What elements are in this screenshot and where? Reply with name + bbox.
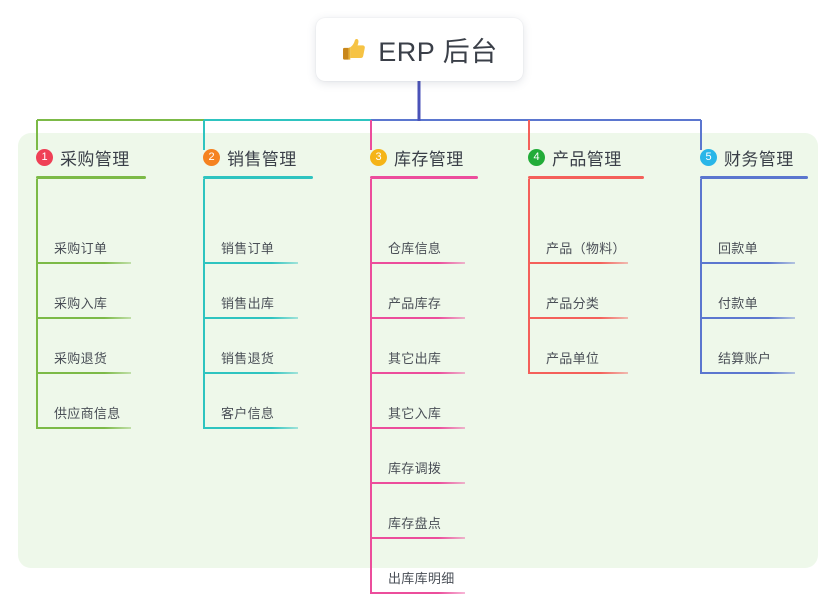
column-header[interactable]: 2 销售管理 (203, 146, 313, 169)
menu-item[interactable]: 其它入库 (370, 393, 465, 429)
menu-item[interactable]: 库存调拨 (370, 448, 465, 484)
menu-item[interactable]: 仓库信息 (370, 228, 465, 264)
menu-item[interactable]: 库存盘点 (370, 503, 465, 539)
menu-item-label: 采购入库 (54, 296, 108, 311)
menu-item-label: 出库库明细 (388, 571, 455, 586)
column-销售管理: 2 销售管理销售订单销售出库销售退货客户信息 (203, 146, 313, 429)
column-number-badge: 4 (528, 148, 545, 166)
menu-item-rule (36, 317, 131, 319)
thumbs-up-icon (341, 36, 368, 63)
menu-item-rule (370, 482, 465, 484)
column-number-badge: 5 (700, 148, 717, 166)
menu-item-label: 采购退货 (54, 351, 108, 366)
column-title: 销售管理 (227, 149, 297, 169)
column-header-rule (36, 176, 146, 179)
menu-item-rule (203, 372, 298, 374)
menu-item-label: 销售订单 (221, 241, 275, 256)
column-title: 财务管理 (724, 149, 794, 169)
menu-item-label: 产品库存 (388, 296, 442, 311)
menu-item-rule (36, 262, 131, 264)
column-采购管理: 1 采购管理采购订单采购入库采购退货供应商信息 (36, 146, 146, 429)
menu-item[interactable]: 产品分类 (528, 283, 628, 319)
menu-item[interactable]: 采购退货 (36, 338, 131, 374)
menu-item-rule (700, 317, 795, 319)
menu-item-rule (36, 372, 131, 374)
root-node-content: ERP 后台 (341, 30, 498, 69)
menu-item[interactable]: 采购订单 (36, 228, 131, 264)
column-header[interactable]: 1 采购管理 (36, 146, 146, 169)
column-header-rule (700, 176, 808, 179)
menu-item-label: 产品分类 (546, 296, 600, 311)
menu-item[interactable]: 客户信息 (203, 393, 298, 429)
menu-item-label: 采购订单 (54, 241, 108, 256)
menu-item[interactable]: 销售出库 (203, 283, 298, 319)
menu-item-label: 其它出库 (388, 351, 442, 366)
menu-item-label: 其它入库 (388, 406, 442, 421)
column-产品管理: 4 产品管理产品（物料） 产品分类产品单位 (528, 146, 644, 374)
column-库存管理: 3 库存管理仓库信息产品库存其它出库其它入库库存调拨库存盘点出库库明细 (370, 146, 478, 594)
menu-item-rule (528, 262, 628, 264)
column-header-rule (203, 176, 313, 179)
menu-item-rule (203, 317, 298, 319)
menu-item-label: 销售出库 (221, 296, 275, 311)
column-spine (528, 179, 530, 374)
root-node-card[interactable]: ERP 后台 (316, 18, 523, 81)
menu-item[interactable]: 供应商信息 (36, 393, 131, 429)
column-number-badge: 2 (203, 148, 220, 166)
menu-item-label: 结算账户 (718, 351, 772, 366)
menu-item[interactable]: 产品单位 (528, 338, 628, 374)
menu-item[interactable]: 其它出库 (370, 338, 465, 374)
menu-item-rule (36, 427, 131, 429)
menu-item-rule (370, 317, 465, 319)
column-title: 库存管理 (394, 149, 464, 169)
menu-item-label: 供应商信息 (54, 406, 121, 421)
diagram-panel (18, 133, 818, 568)
menu-item[interactable]: 产品库存 (370, 283, 465, 319)
menu-item-label: 客户信息 (221, 406, 275, 421)
menu-item-rule (370, 427, 465, 429)
menu-item-label: 回款单 (718, 241, 758, 256)
menu-item-rule (203, 262, 298, 264)
menu-item-label: 仓库信息 (388, 241, 442, 256)
menu-item-label: 产品单位 (546, 351, 600, 366)
menu-item-label: 付款单 (718, 296, 758, 311)
menu-item-label: 销售退货 (221, 351, 275, 366)
menu-item-rule (528, 372, 628, 374)
column-spine (203, 179, 205, 429)
column-spine (36, 179, 38, 429)
menu-item-rule (370, 262, 465, 264)
column-财务管理: 5 财务管理回款单付款单结算账户 (700, 146, 808, 374)
column-spine (370, 179, 372, 594)
column-header-rule (528, 176, 644, 179)
menu-item[interactable]: 产品（物料） (528, 228, 628, 264)
column-header[interactable]: 3 库存管理 (370, 146, 478, 169)
column-number-badge: 3 (370, 148, 387, 166)
column-header[interactable]: 4 产品管理 (528, 146, 644, 169)
menu-item[interactable]: 采购入库 (36, 283, 131, 319)
menu-item-rule (700, 372, 795, 374)
menu-item-rule (528, 317, 628, 319)
menu-item[interactable]: 结算账户 (700, 338, 795, 374)
menu-item-rule (203, 427, 298, 429)
menu-item[interactable]: 销售退货 (203, 338, 298, 374)
root-node-title: ERP 后台 (378, 37, 498, 67)
column-header-rule (370, 176, 478, 179)
menu-item[interactable]: 回款单 (700, 228, 795, 264)
column-title: 采购管理 (60, 149, 130, 169)
column-spine (700, 179, 702, 374)
menu-item[interactable]: 付款单 (700, 283, 795, 319)
menu-item-label: 库存调拨 (388, 461, 442, 476)
column-title: 产品管理 (552, 149, 622, 169)
menu-item-rule (370, 372, 465, 374)
column-number-badge: 1 (36, 148, 53, 166)
menu-item-rule (370, 537, 465, 539)
menu-item-label: 库存盘点 (388, 516, 442, 531)
menu-item[interactable]: 出库库明细 (370, 558, 465, 594)
menu-item-label: 产品（物料） (546, 241, 626, 256)
menu-item[interactable]: 销售订单 (203, 228, 298, 264)
column-header[interactable]: 5 财务管理 (700, 146, 808, 169)
menu-item-rule (700, 262, 795, 264)
